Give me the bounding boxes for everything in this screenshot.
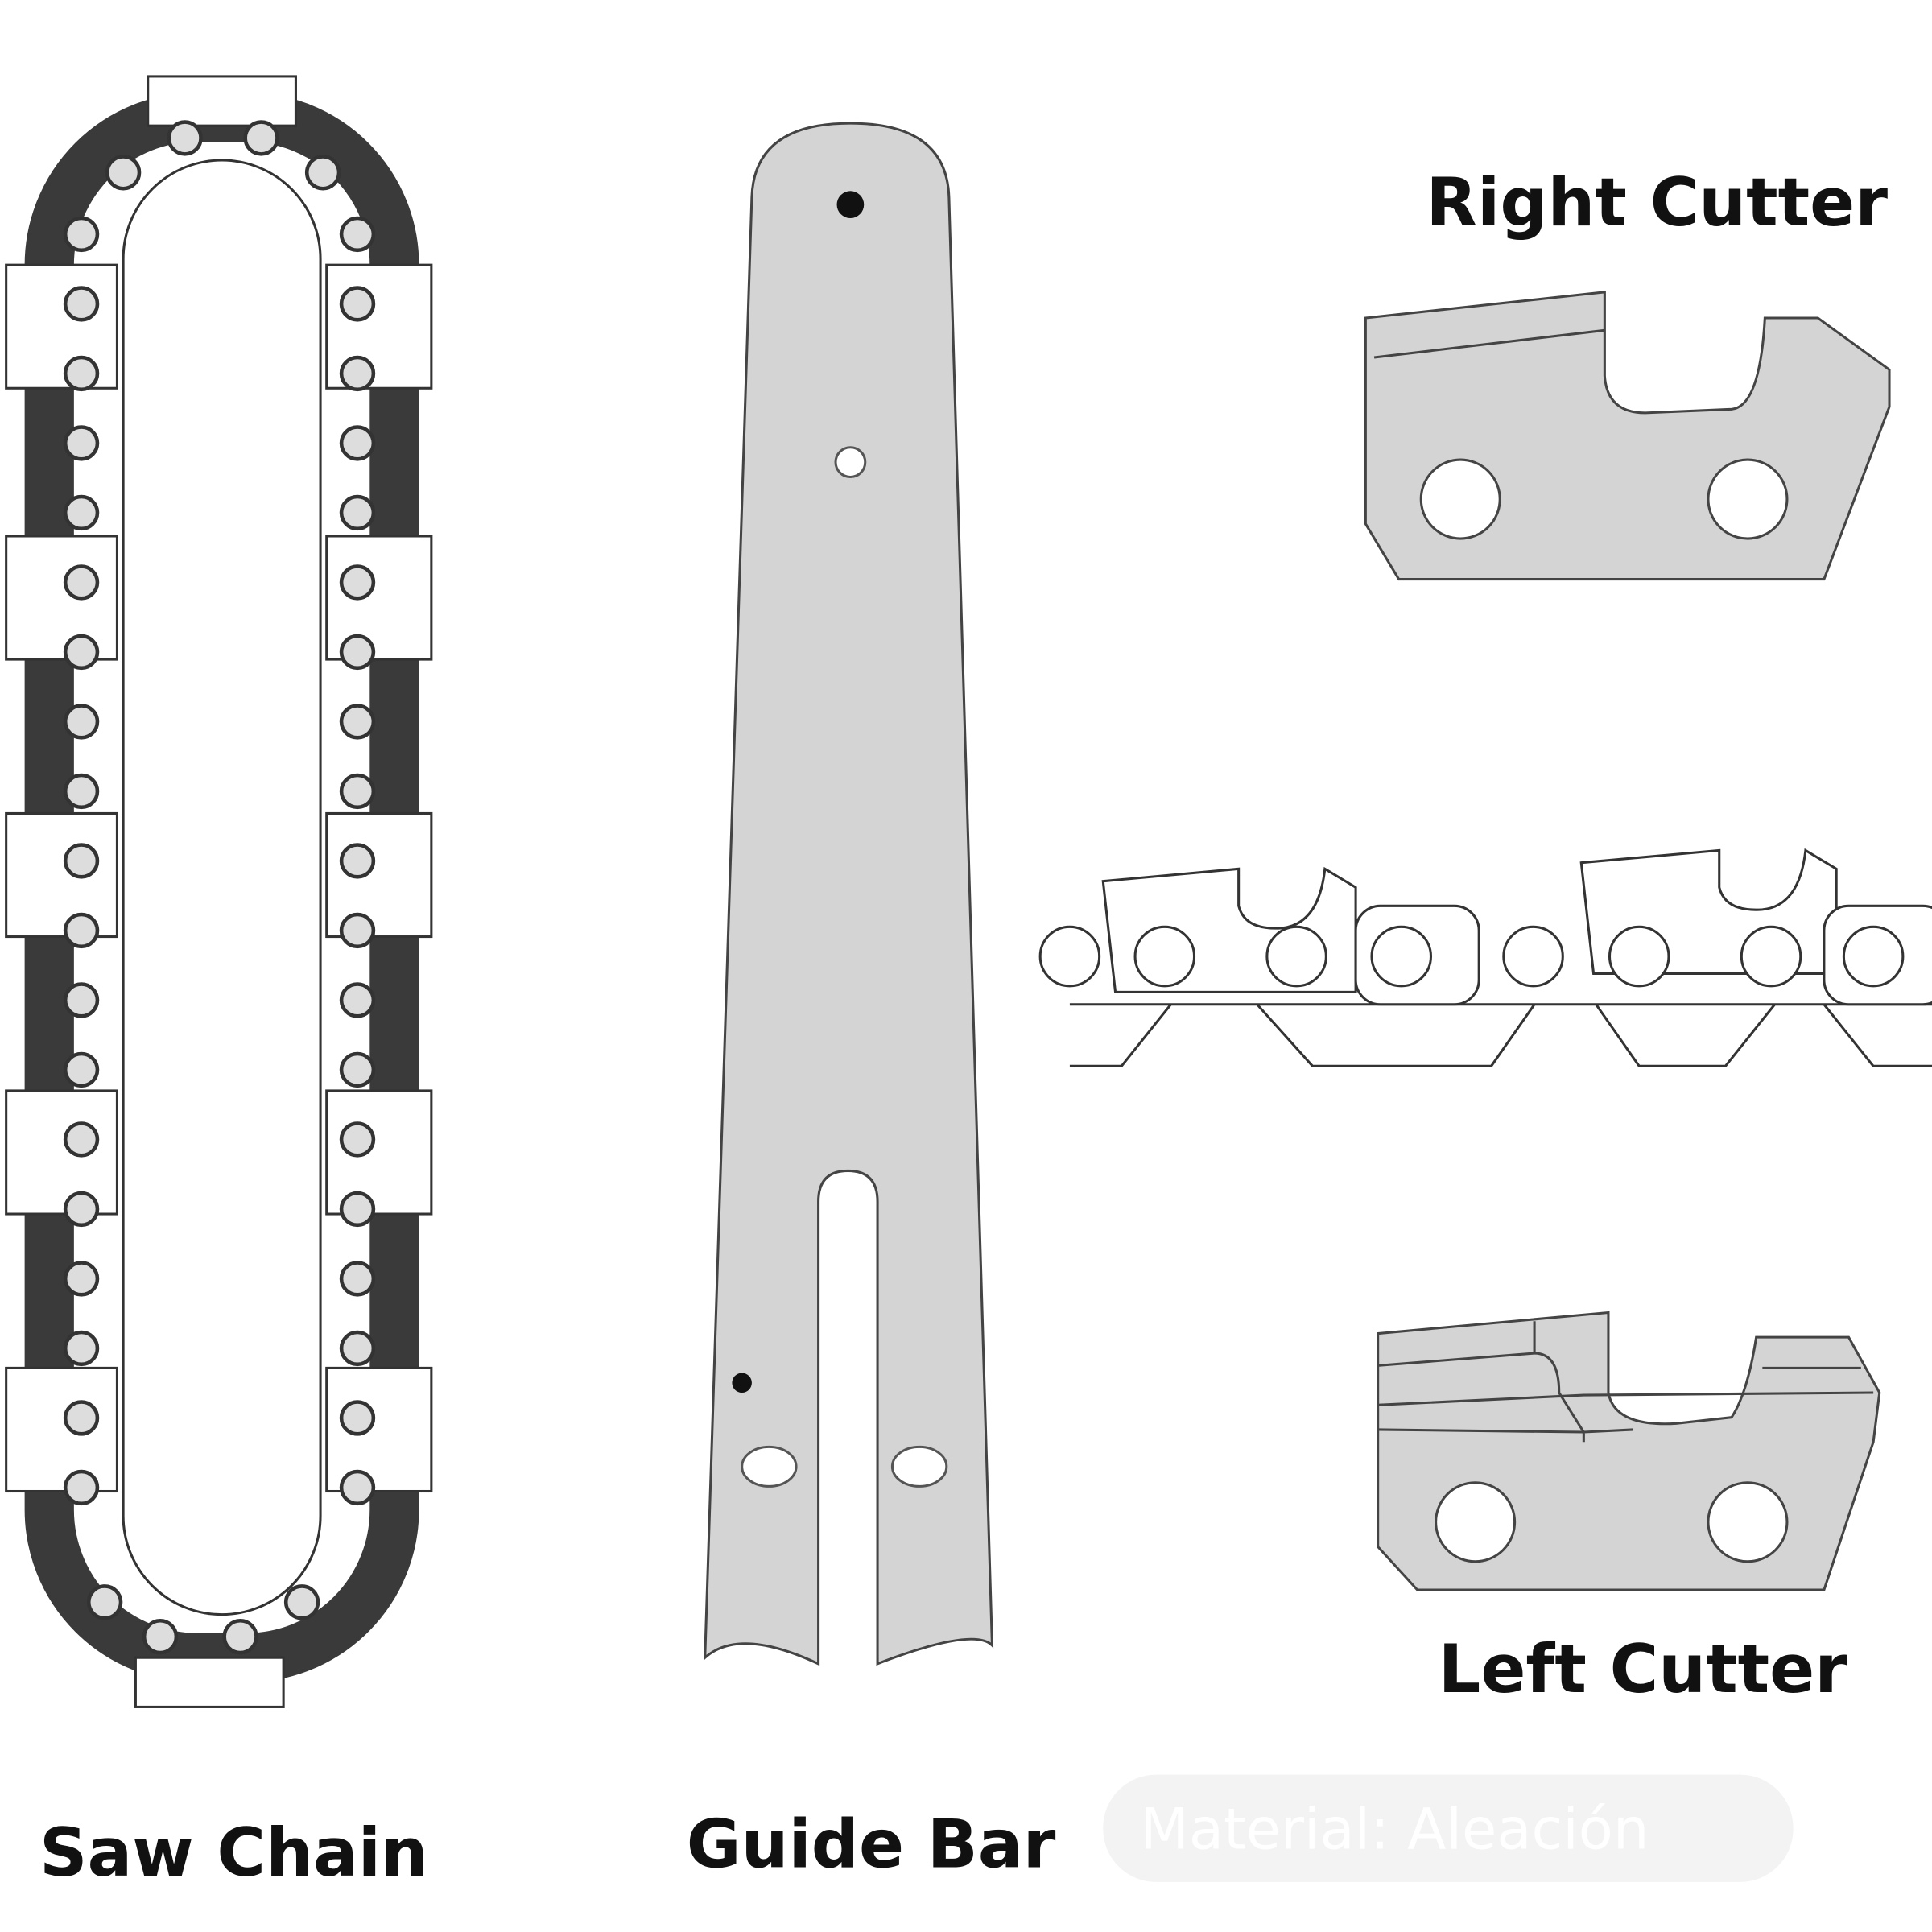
chain-rivet xyxy=(339,1261,376,1297)
label-saw-chain: Saw Chain xyxy=(39,1814,428,1892)
label-right-cutter: Right Cutter xyxy=(1426,164,1888,242)
guide-bar-mount-hole-left xyxy=(741,1445,798,1488)
chain-loop-inner xyxy=(122,159,322,1616)
guide-bar-body xyxy=(704,122,994,1666)
chain-rivet xyxy=(339,773,376,810)
right-cutter-edge-line xyxy=(1373,328,1605,359)
chain-rivet xyxy=(63,912,100,949)
chain-strip-rivet xyxy=(1133,925,1196,988)
guide-bar-hole xyxy=(834,446,867,479)
chain-rivet xyxy=(339,355,376,392)
chain-cutter-link xyxy=(325,1089,433,1216)
chain-rivet xyxy=(63,286,100,322)
label-guide-bar: Guide Bar xyxy=(687,1806,1056,1883)
chain-rivet xyxy=(63,494,100,531)
chain-rivet xyxy=(63,355,100,392)
chain-strip-rivet xyxy=(1502,925,1564,988)
chain-rivet xyxy=(63,1400,100,1436)
chain-rivet xyxy=(339,704,376,740)
chain-rivet xyxy=(243,120,279,156)
chain-rivet xyxy=(339,216,376,253)
chain-rivet xyxy=(339,1330,376,1367)
guide-bar-lower-dot xyxy=(732,1373,752,1393)
chain-rivet xyxy=(63,843,100,879)
right-cutter-hole xyxy=(1419,458,1501,540)
label-left-cutter: Left Cutter xyxy=(1439,1631,1848,1708)
chain-rivet xyxy=(63,1121,100,1158)
chain-cutter-link xyxy=(5,811,118,939)
chain-rivet xyxy=(339,912,376,949)
chain-strip-rivet xyxy=(1265,925,1327,988)
chain-rivet xyxy=(339,286,376,322)
watermark-pill xyxy=(1103,1774,1794,1882)
chain-cutter-link xyxy=(5,1366,118,1493)
chain-cutter-link xyxy=(147,75,297,127)
left-cutter xyxy=(1377,1311,1881,1591)
chain-rivet xyxy=(142,1618,179,1655)
chain-rivet xyxy=(167,120,203,156)
chain-rivet xyxy=(339,1191,376,1228)
chain-rivet xyxy=(63,634,100,671)
chain-rivet xyxy=(222,1618,258,1655)
chain-cutter-link xyxy=(134,1656,285,1708)
chain-rivet xyxy=(339,1400,376,1436)
chain-rivet xyxy=(283,1584,320,1620)
chain-rivet xyxy=(63,1469,100,1506)
chain-cutter-link xyxy=(325,811,433,939)
watermark-text: Material: Aleación xyxy=(1140,1796,1649,1862)
chain-rivet xyxy=(63,564,100,601)
right-cutter-hole xyxy=(1707,458,1789,540)
chain-rivet xyxy=(63,704,100,740)
left-cutter-hole xyxy=(1435,1481,1517,1563)
chain-cutter-link xyxy=(5,1089,118,1216)
chain-rivet xyxy=(339,982,376,1018)
chain-rivet xyxy=(339,634,376,671)
left-cutter-edge-lines xyxy=(1377,1321,1874,1443)
chain-rivet xyxy=(63,216,100,253)
guide-bar xyxy=(704,122,994,1666)
saw-chain-loop xyxy=(5,75,433,1708)
chain-rivet xyxy=(63,773,100,810)
chain-rivet xyxy=(339,843,376,879)
chain-cutter-link xyxy=(325,1366,433,1493)
guide-bar-top-dot xyxy=(836,191,865,218)
chain-rivet xyxy=(63,425,100,461)
chain-rivet xyxy=(339,564,376,601)
chain-rivet xyxy=(63,982,100,1018)
chain-strip xyxy=(1038,848,1932,1067)
chain-rivet xyxy=(86,1584,123,1620)
chain-rivet xyxy=(339,1051,376,1088)
watermark: Material: Aleación xyxy=(1103,1774,1794,1882)
chain-strip-rivet xyxy=(1608,925,1670,988)
chain-cutter-link xyxy=(325,535,433,661)
chain-rivet xyxy=(63,1051,100,1088)
chain-rivet xyxy=(339,494,376,531)
guide-bar-mount-hole-right xyxy=(890,1445,948,1488)
chain-strip-rivet xyxy=(1370,925,1433,988)
chain-strip-rivet xyxy=(1038,925,1101,988)
chain-strip-outline xyxy=(1069,1003,1932,1067)
chain-cutter-link xyxy=(5,535,118,661)
chain-rivet xyxy=(63,1330,100,1367)
left-cutter-hole xyxy=(1707,1481,1789,1563)
chain-rivet xyxy=(63,1261,100,1297)
right-cutter xyxy=(1364,291,1891,581)
chain-rivet xyxy=(304,155,341,191)
chain-rivet xyxy=(339,425,376,461)
chain-cutter-link xyxy=(5,263,118,390)
chain-strip-rivet xyxy=(1740,925,1802,988)
chain-rivet xyxy=(339,1121,376,1158)
chain-rivet xyxy=(105,155,142,191)
chain-rivet xyxy=(339,1469,376,1506)
chain-strip-rivet xyxy=(1842,925,1905,988)
chain-rivet xyxy=(63,1191,100,1228)
